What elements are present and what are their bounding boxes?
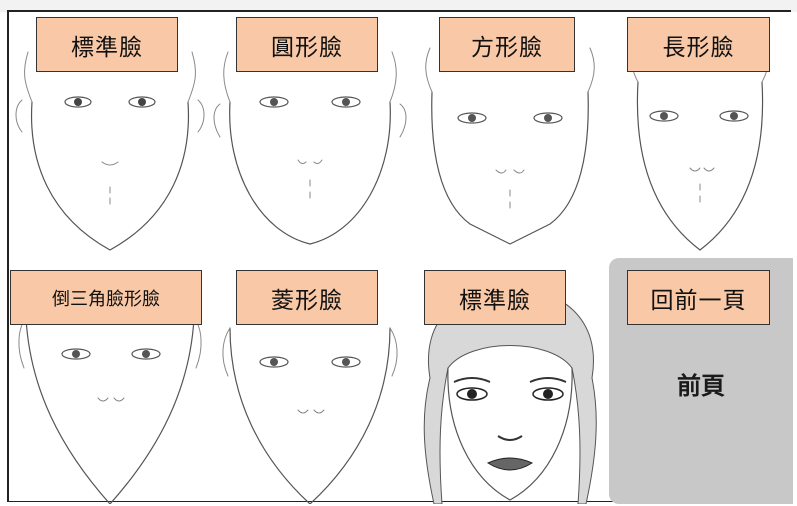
face-square-illustration[interactable] [410, 12, 610, 258]
back-to-previous-page-button[interactable]: 回前一頁 [627, 270, 770, 325]
face-round-illustration[interactable] [210, 12, 410, 258]
previous-page-text[interactable]: 前頁 [677, 372, 725, 400]
label-standard-face-photo[interactable]: 標準臉 [424, 270, 566, 325]
face-diamond-illustration[interactable] [210, 258, 410, 504]
label-long-face[interactable]: 長形臉 [627, 17, 770, 72]
label-standard-face[interactable]: 標準臉 [36, 17, 178, 72]
label-round-face[interactable]: 圓形臉 [236, 17, 378, 72]
label-diamond-face[interactable]: 菱形臉 [236, 270, 378, 325]
face-standard-illustration[interactable] [10, 12, 210, 258]
label-inverted-triangle-face[interactable]: 倒三角臉形臉 [10, 270, 202, 325]
label-square-face[interactable]: 方形臉 [439, 17, 575, 72]
